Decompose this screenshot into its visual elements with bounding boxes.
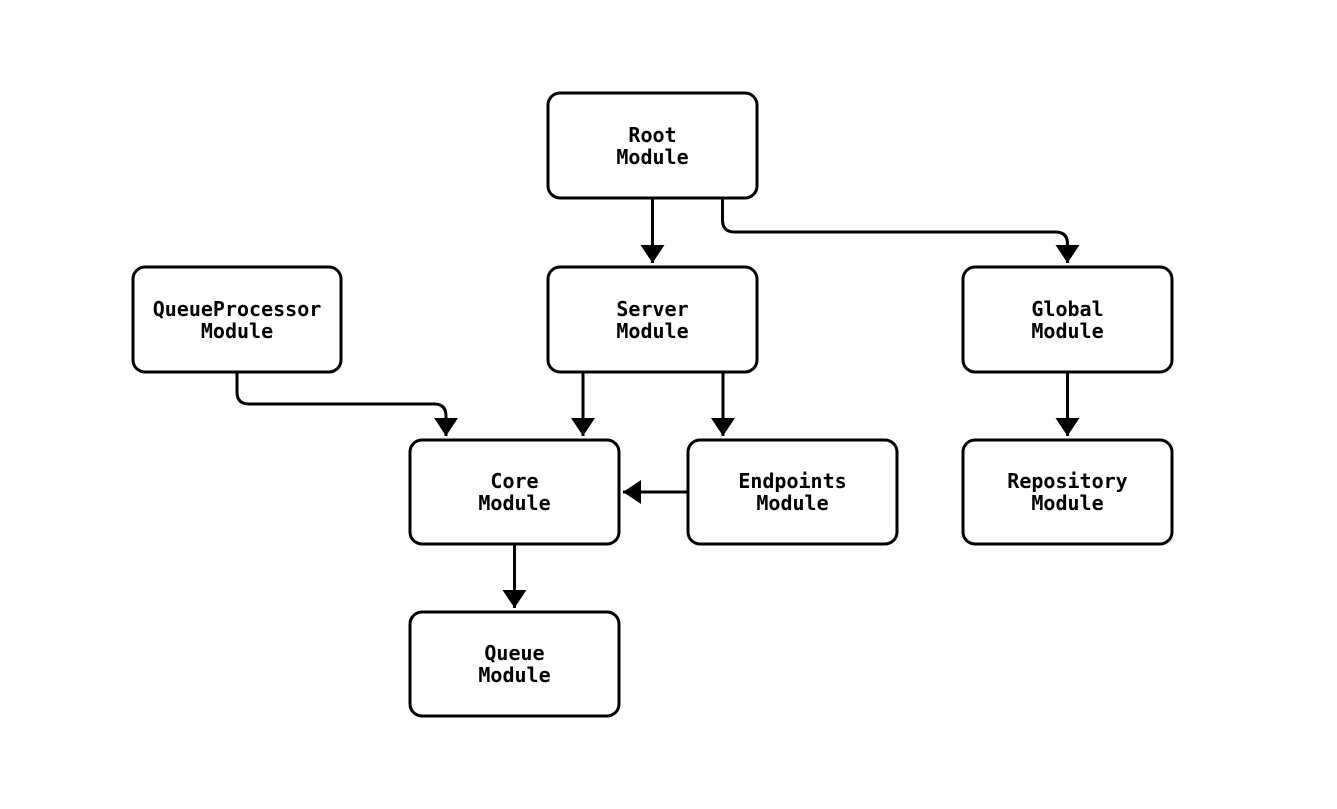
node-queueprocessor-box	[131, 265, 343, 374]
node-endpoints-box	[686, 438, 899, 546]
node-endpoints-module: Endpoints Module	[686, 438, 899, 546]
node-core-label-line1: Core	[490, 469, 538, 493]
node-server-label-line2: Module	[616, 319, 688, 343]
node-global-box	[961, 265, 1174, 374]
node-queueprocessor-label-line1: QueueProcessor	[153, 297, 322, 321]
node-root-label-line2: Module	[616, 145, 688, 169]
node-queue-box	[408, 610, 621, 718]
node-core-label-line2: Module	[478, 491, 550, 515]
node-root-module: Root Module	[546, 91, 759, 200]
node-root-label-line1: Root	[628, 123, 676, 147]
node-repository-label-line2: Module	[1031, 491, 1103, 515]
node-queue-module: Queue Module	[408, 610, 621, 718]
node-queueprocessor-module: QueueProcessor Module	[131, 265, 343, 374]
node-core-module: Core Module	[408, 438, 621, 546]
node-endpoints-label-line2: Module	[756, 491, 828, 515]
node-global-label-line2: Module	[1031, 319, 1103, 343]
node-queue-label-line2: Module	[478, 663, 550, 687]
node-server-module: Server Module	[546, 265, 759, 374]
node-server-box	[546, 265, 759, 374]
node-queue-label-line1: Queue	[484, 641, 544, 665]
node-root-box	[546, 91, 759, 200]
node-repository-box	[961, 438, 1174, 546]
edge-queueprocessor-to-core	[235, 372, 458, 436]
node-repository-label-line1: Repository	[1007, 469, 1127, 493]
node-endpoints-label-line1: Endpoints	[738, 469, 846, 493]
edge-root-to-global	[721, 198, 1080, 263]
node-server-label-line1: Server	[616, 297, 688, 321]
node-global-label-line1: Global	[1031, 297, 1103, 321]
node-queueprocessor-label-line2: Module	[201, 319, 273, 343]
node-core-box	[408, 438, 621, 546]
node-repository-module: Repository Module	[961, 438, 1174, 546]
node-global-module: Global Module	[961, 265, 1174, 374]
